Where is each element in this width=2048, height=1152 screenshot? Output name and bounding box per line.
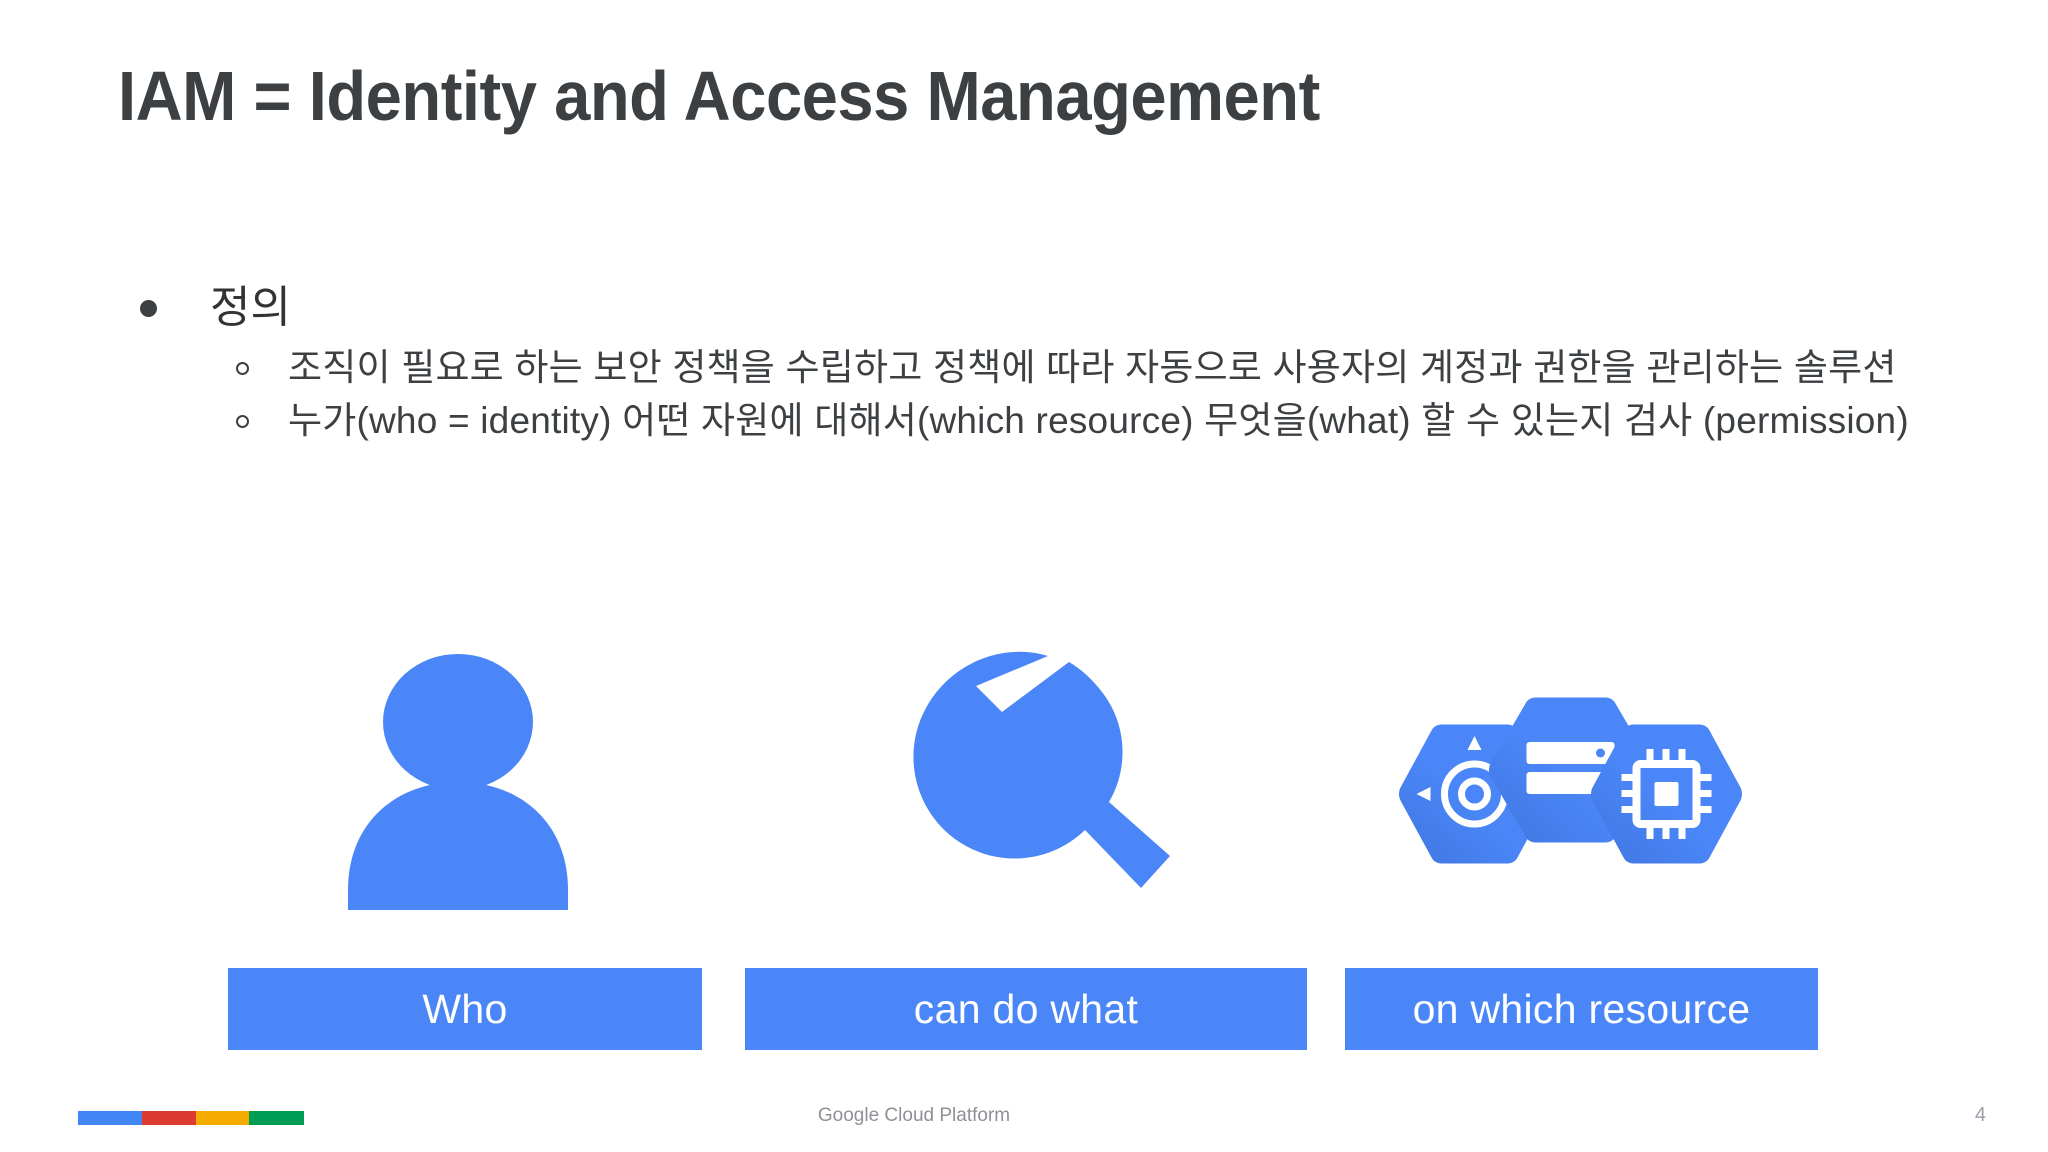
gcp-hexagons-icon (1330, 650, 1810, 910)
hex-cpu (1591, 724, 1742, 864)
bullet-level2-text: 누가(who = identity) 어떤 자원에 대해서(which reso… (288, 399, 1909, 441)
google-bar-red (142, 1111, 196, 1125)
google-color-bar (78, 1111, 304, 1125)
wrench-icon (740, 650, 1300, 910)
bullet-disc-icon (140, 300, 157, 317)
google-bar-yellow (195, 1111, 249, 1125)
diagram-icon-row (0, 650, 2048, 910)
label-on-which-resource: on which resource (1345, 968, 1818, 1050)
person-icon (228, 650, 688, 910)
label-who: Who (228, 968, 702, 1050)
bullet-level2-text: 조직이 필요로 하는 보안 정책을 수립하고 정책에 따라 자동으로 사용자의 … (288, 347, 1897, 389)
google-bar-blue (78, 1111, 143, 1125)
bullet-list: 정의 조직이 필요로 하는 보안 정책을 수립하고 정책에 따라 자동으로 사용… (118, 280, 1948, 447)
bullet-level2: 누가(who = identity) 어떤 자원에 대해서(which reso… (118, 395, 1948, 448)
page-number: 4 (1974, 1104, 1986, 1126)
bullet-level1-text: 정의 (210, 283, 291, 332)
bullet-circle-icon (236, 414, 249, 428)
page-title: IAM = Identity and Access Management (118, 57, 1320, 135)
bullet-level1: 정의 (118, 280, 1948, 336)
footer-text: Google Cloud Platform (817, 1105, 1011, 1126)
bullet-level2: 조직이 필요로 하는 보안 정책을 수립하고 정책에 따라 자동으로 사용자의 … (118, 342, 1948, 395)
label-can-do-what: can do what (745, 968, 1307, 1050)
bullet-circle-icon (236, 362, 249, 376)
diagram-label-row: Who can do what on which resource (0, 968, 2048, 1050)
google-bar-green (248, 1111, 304, 1125)
